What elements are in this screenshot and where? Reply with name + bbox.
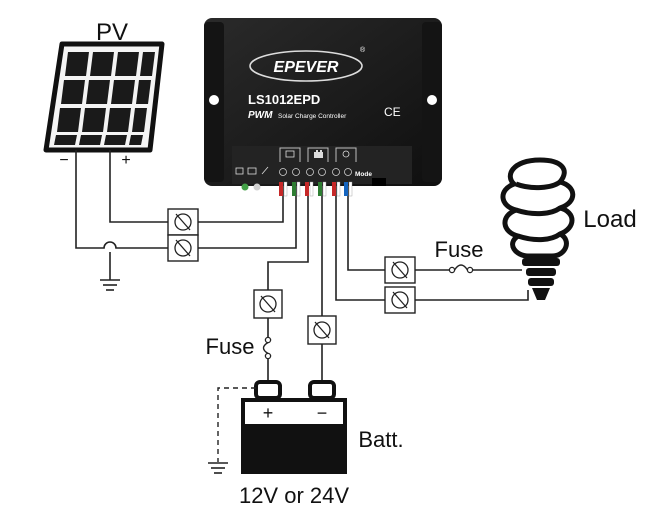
model-number: LS1012EPD xyxy=(248,92,320,107)
fuse-load-label: Fuse xyxy=(435,237,484,262)
load-negative-wire-end xyxy=(415,290,529,301)
charge-controller: EPEVER ® LS1012EPD PWM Solar Charge Cont… xyxy=(204,18,442,197)
pv-plus-sign: + xyxy=(121,152,130,169)
load-bulb-icon xyxy=(500,157,576,300)
brand-registered-mark: ® xyxy=(360,46,366,54)
terminal-wire-stubs xyxy=(279,181,353,197)
ground-icon xyxy=(100,279,120,291)
mounting-hole-right xyxy=(427,95,437,105)
fuse-battery-label: Fuse xyxy=(206,334,255,359)
battery-plus-sign: + xyxy=(263,403,274,423)
load-negative-wire xyxy=(335,185,385,301)
terminal-screws xyxy=(279,168,352,176)
breaker-load-positive xyxy=(384,256,416,284)
epever-logo: EPEVER ® xyxy=(249,46,366,82)
breaker-battery-positive xyxy=(253,289,283,319)
battery-status-icon xyxy=(247,167,257,175)
pv-minus-sign: − xyxy=(59,152,68,169)
model-subtitle: Solar Charge Controller xyxy=(278,113,347,120)
breaker-pv-negative xyxy=(167,234,199,262)
battery-ground-wire xyxy=(217,387,256,462)
pv-status-icon xyxy=(235,167,244,175)
battery-voltage-label: 12V or 24V xyxy=(239,483,349,508)
pv-negative-wire xyxy=(75,150,168,249)
solar-terminal-icon xyxy=(285,150,295,158)
battery-label: Batt. xyxy=(358,427,403,452)
led-gray xyxy=(253,183,261,191)
ce-mark: CE xyxy=(384,105,401,119)
load-label: Load xyxy=(583,206,636,233)
fuse-load-icon xyxy=(448,264,474,274)
battery-minus-sign: − xyxy=(317,403,328,423)
brand-name: EPEVER xyxy=(274,59,339,76)
mode-button xyxy=(372,178,386,186)
mounting-hole-left xyxy=(209,95,219,105)
controller-body xyxy=(204,18,442,186)
pv-positive-wire-to-controller xyxy=(198,185,284,223)
load-status-icon xyxy=(261,166,269,175)
pv-negative-wire-to-controller xyxy=(198,185,297,249)
battery-terminal-icon xyxy=(314,150,323,158)
pv-positive-wire xyxy=(109,150,168,223)
status-icons xyxy=(235,166,269,175)
battery-positive-wire xyxy=(267,185,309,290)
breaker-battery-negative xyxy=(307,315,337,345)
battery-icon: + − xyxy=(241,380,347,474)
load-terminal-icon xyxy=(342,150,350,158)
pv-panel: PV − + xyxy=(43,19,165,169)
pv-panel-cells xyxy=(54,52,155,145)
mode-button-label: Mode xyxy=(355,171,372,178)
breaker-load-negative xyxy=(384,286,416,314)
load-positive-wire xyxy=(347,185,385,271)
fuse-battery-icon xyxy=(262,336,272,360)
wiring xyxy=(75,150,529,385)
battery-ground-icon xyxy=(208,462,228,474)
breaker-pv-positive xyxy=(167,208,199,236)
model-subtitle-pwm: PWM xyxy=(248,110,273,121)
led-green xyxy=(241,183,249,191)
